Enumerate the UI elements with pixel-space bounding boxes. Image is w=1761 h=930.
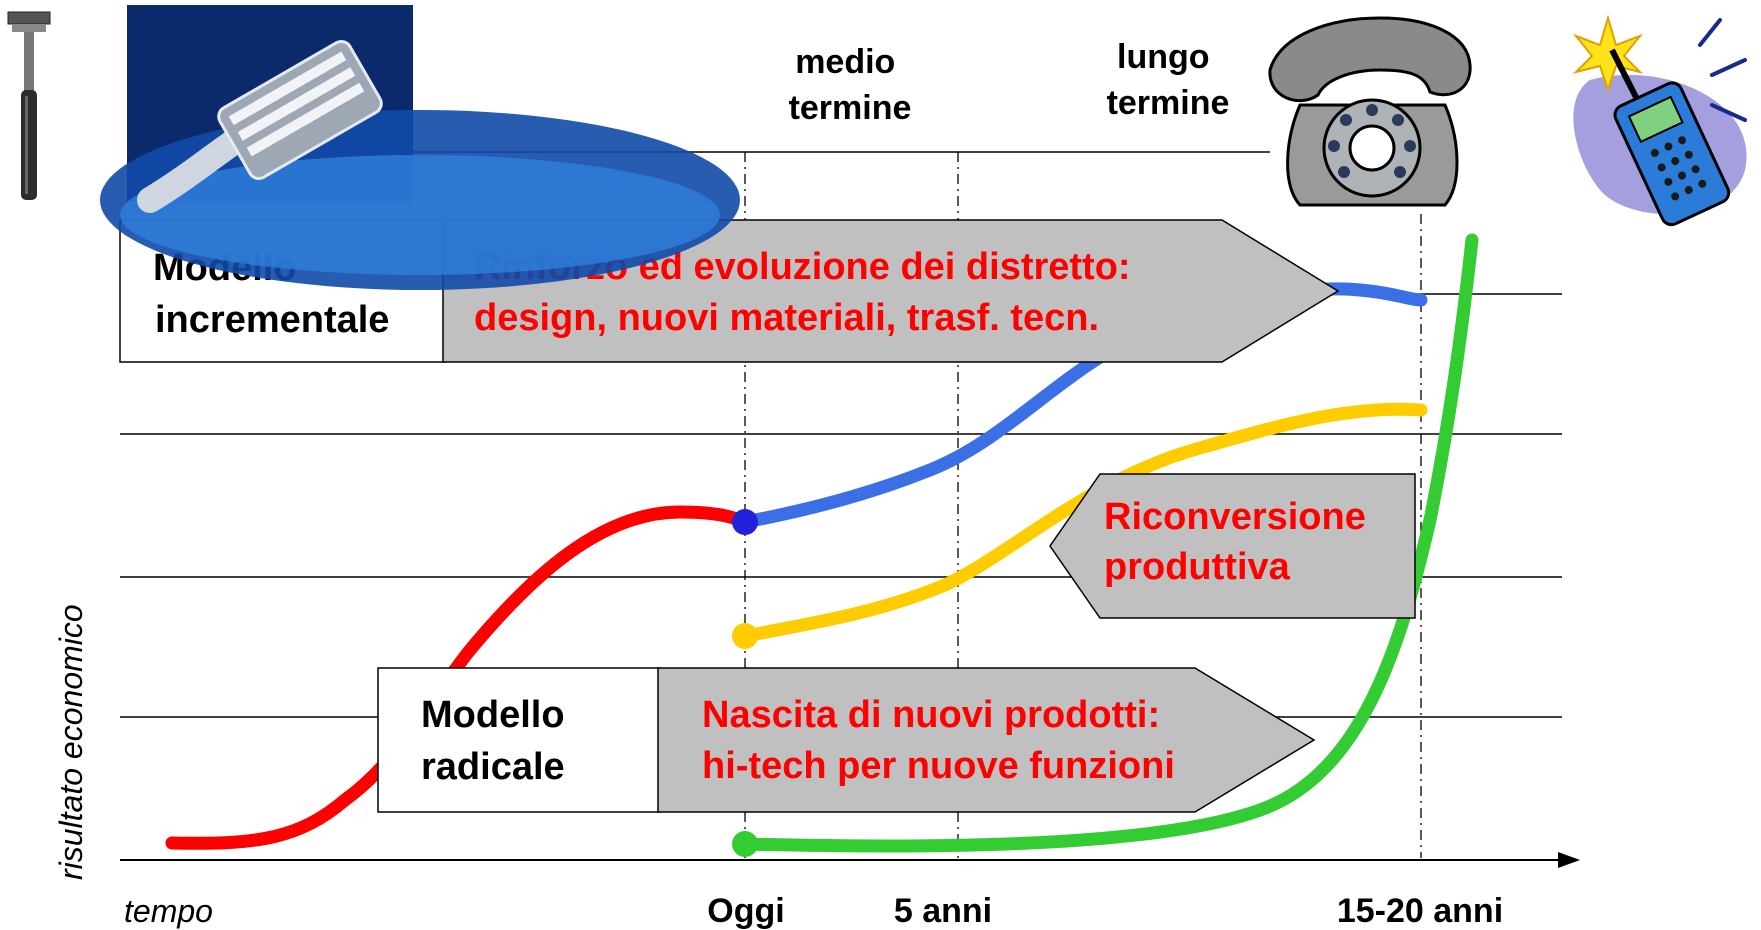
blue-start-dot [732, 509, 758, 535]
tick-5-anni: 5 anni [894, 892, 992, 930]
radical-strategy-line1: Nascita di nuovi prodotti: [702, 694, 1160, 736]
razor-photo [100, 5, 740, 290]
yellow-start-dot [732, 623, 758, 649]
reconversion-line2: produttiva [1104, 546, 1291, 588]
y-axis-label: risultato economico [53, 604, 89, 880]
x-axis [120, 852, 1580, 868]
radical-name-line2: radicale [421, 746, 565, 788]
tick-oggi: Oggi [707, 892, 784, 930]
svg-text:Modello radicale: Modello radicale [421, 694, 575, 788]
horizon-long-line2: termine [1107, 84, 1230, 122]
mobile-phone-icon [1572, 14, 1747, 227]
svg-text:Riconversione produttiva: Riconversione produttiva [1104, 496, 1376, 588]
reconversion-block: Riconversione produttiva [1049, 473, 1416, 619]
reconversion-arrow [1049, 473, 1416, 619]
green-curve [738, 233, 1479, 853]
incremental-name-line2: incrementale [155, 299, 389, 341]
yellow-curve [738, 402, 1428, 643]
tick-15-20-anni: 15-20 anni [1337, 892, 1503, 930]
svg-text:Rinforzo ed evoluzione dei dis: Rinforzo ed evoluzione dei distretto: de… [474, 246, 1141, 339]
svg-text:Nascita di nuovi prodotti:: Nascita di nuovi prodotti: hi-tech per n… [702, 694, 1175, 787]
horizon-medium-line1: medio [795, 43, 895, 81]
rotary-phone-icon [1268, 16, 1472, 207]
razor-icon [7, 11, 51, 200]
svg-text:medio termine: medio termine [789, 43, 912, 127]
red-curve [165, 505, 752, 850]
radical-model-block: Modello radicale Nascita di nuovi prodot… [377, 667, 1316, 813]
svg-text:lungo termine: lungo termine [1107, 38, 1230, 122]
horizon-long-line1: lungo [1117, 38, 1210, 76]
green-start-dot [732, 831, 758, 857]
radical-arrow [657, 667, 1316, 813]
reconversion-line1: Riconversione [1104, 496, 1366, 538]
axis-arrow [1558, 852, 1580, 868]
x-axis-label: tempo [124, 893, 213, 929]
horizon-medium-line2: termine [789, 89, 912, 127]
radical-name-line1: Modello [421, 694, 565, 736]
radical-label-box [377, 667, 661, 813]
radical-strategy-line2: hi-tech per nuove funzioni [702, 745, 1175, 787]
incremental-strategy-line2: design, nuovi materiali, trasf. tecn. [474, 297, 1099, 339]
